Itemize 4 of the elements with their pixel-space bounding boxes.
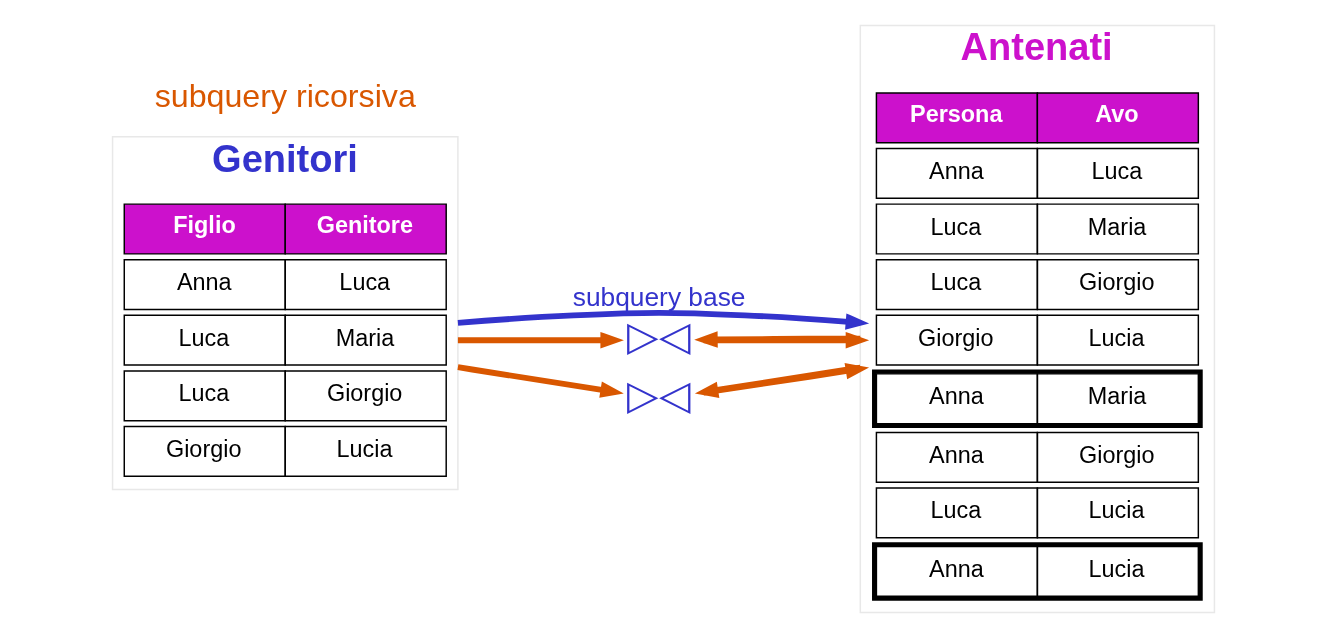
edge-label: subquery base (572, 281, 745, 312)
label: subquery ricorsiva (154, 77, 416, 114)
node-text: ▷◁ (626, 313, 691, 360)
node-text: ▷◁ (626, 371, 691, 418)
